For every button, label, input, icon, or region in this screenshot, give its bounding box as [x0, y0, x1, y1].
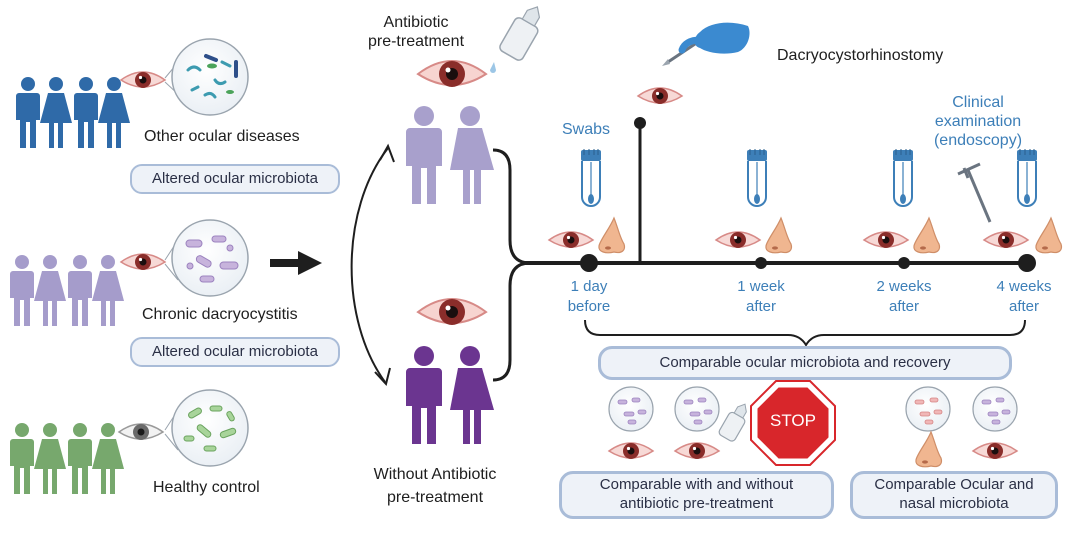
microbiota-dish-icon [972, 386, 1018, 432]
inflamed-eye-icon [120, 253, 166, 271]
nose-icon [1035, 217, 1063, 254]
eye-icon [674, 442, 720, 460]
timepoint-marker [580, 254, 598, 272]
antibiotic-group-people [406, 106, 494, 204]
double-arrow-icon [350, 147, 389, 383]
microbiota-dish-icon [171, 219, 249, 297]
endoscope-icon [957, 162, 992, 223]
group-healthy-people [10, 423, 124, 494]
ocular-nasal-comparison-box: Comparable Ocular and nasal microbiota [850, 471, 1058, 519]
swab-tube-icon [892, 148, 914, 207]
timepoint-marker [755, 257, 767, 269]
timepoint-marker [1018, 254, 1036, 272]
eye-icon [983, 231, 1029, 249]
no-antibiotic-group-people [406, 346, 494, 444]
nose-icon [915, 431, 943, 468]
stop-sign-label: STOP [770, 411, 816, 430]
eye-icon [972, 442, 1018, 460]
microbiota-dish-icon [171, 38, 249, 116]
eye-drop-bottle-icon [718, 403, 747, 442]
group-other-diseases-people [16, 77, 130, 148]
swab-tube-icon [1016, 148, 1038, 207]
healthy-eye-icon [117, 423, 165, 440]
eye-icon [715, 231, 761, 249]
swab-tube-icon [580, 148, 602, 207]
no-antibiotic-label: Without Antibiotic pre-treatment [373, 466, 497, 507]
antibiotic-comparison-box: Comparable with and without antibiotic p… [559, 471, 834, 519]
eye-icon [548, 231, 594, 249]
group-label-other-diseases: Other ocular diseases [144, 128, 300, 145]
gloved-hand-scalpel-icon [662, 22, 750, 66]
group-label-healthy-control: Healthy control [153, 479, 260, 496]
eye-icon [608, 442, 654, 460]
inflamed-eye-icon [417, 298, 487, 326]
inflamed-eye-icon [417, 60, 487, 88]
nose-icon [913, 217, 941, 254]
swab-tube-icon [746, 148, 768, 207]
clinical-exam-label: Clinical examination (endoscopy) [933, 94, 1023, 150]
group-bracket [492, 148, 531, 382]
nasal-microbiota-dish-icon [905, 386, 951, 432]
group-label-dacryocystitis: Chronic dacryocystitis [142, 306, 298, 323]
microbiota-dish-icon [171, 389, 249, 467]
group-dacryocystitis-people [10, 255, 124, 326]
inflamed-eye-icon [120, 71, 166, 89]
microbiota-dish-icon [608, 386, 654, 432]
timeline-brace [584, 319, 1026, 347]
nose-icon [598, 217, 626, 254]
inflamed-eye-icon [637, 87, 683, 105]
eye-drop-bottle-icon [490, 6, 541, 73]
swabs-label: Swabs [562, 121, 611, 138]
stop-sign-icon [750, 380, 836, 466]
badge-altered-microbiota: Altered ocular microbiota [130, 164, 340, 194]
antibiotic-label: Antibiotic pre-treatment [367, 14, 465, 51]
eye-icon [863, 231, 909, 249]
arrow-icon [270, 251, 322, 275]
result-summary-box: Comparable ocular microbiota and recover… [598, 346, 1012, 380]
microbiota-dish-icon [674, 386, 720, 432]
surgery-label: Dacryocystorhinostomy [777, 47, 944, 64]
timepoint-marker [898, 257, 910, 269]
nose-icon [765, 217, 793, 254]
badge-altered-microbiota: Altered ocular microbiota [130, 337, 340, 367]
